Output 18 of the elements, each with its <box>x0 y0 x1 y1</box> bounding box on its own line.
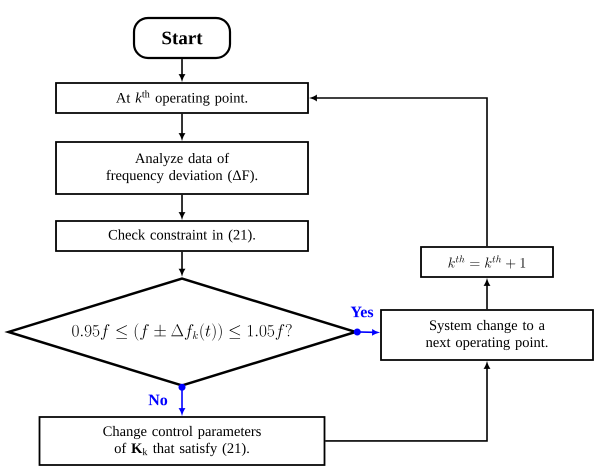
edge-label: No <box>148 394 168 406</box>
process-box: Check constraint in (21). <box>55 220 309 252</box>
arrow <box>179 252 185 275</box>
edge-label: Yes <box>350 306 374 318</box>
arrow <box>178 384 186 414</box>
arrow <box>310 95 488 246</box>
process-box: $k^{th} = k^{th} + 1$ <box>420 246 554 278</box>
arrow <box>484 280 490 310</box>
process-box: System change to a next operating point. <box>380 309 594 361</box>
arrow <box>179 114 185 140</box>
process-box: At k$^{th}$ operating point. <box>55 82 309 114</box>
arrow <box>179 59 185 80</box>
arrow <box>179 194 185 218</box>
arrow <box>354 328 378 336</box>
process-box: Change control parameters of K$_{k}$ that satisfy (21). <box>38 416 326 466</box>
process-box: Analyze data of frequency deviation (ΔF). <box>55 141 309 195</box>
start-terminal: Start <box>132 16 232 60</box>
arrow <box>325 362 490 442</box>
